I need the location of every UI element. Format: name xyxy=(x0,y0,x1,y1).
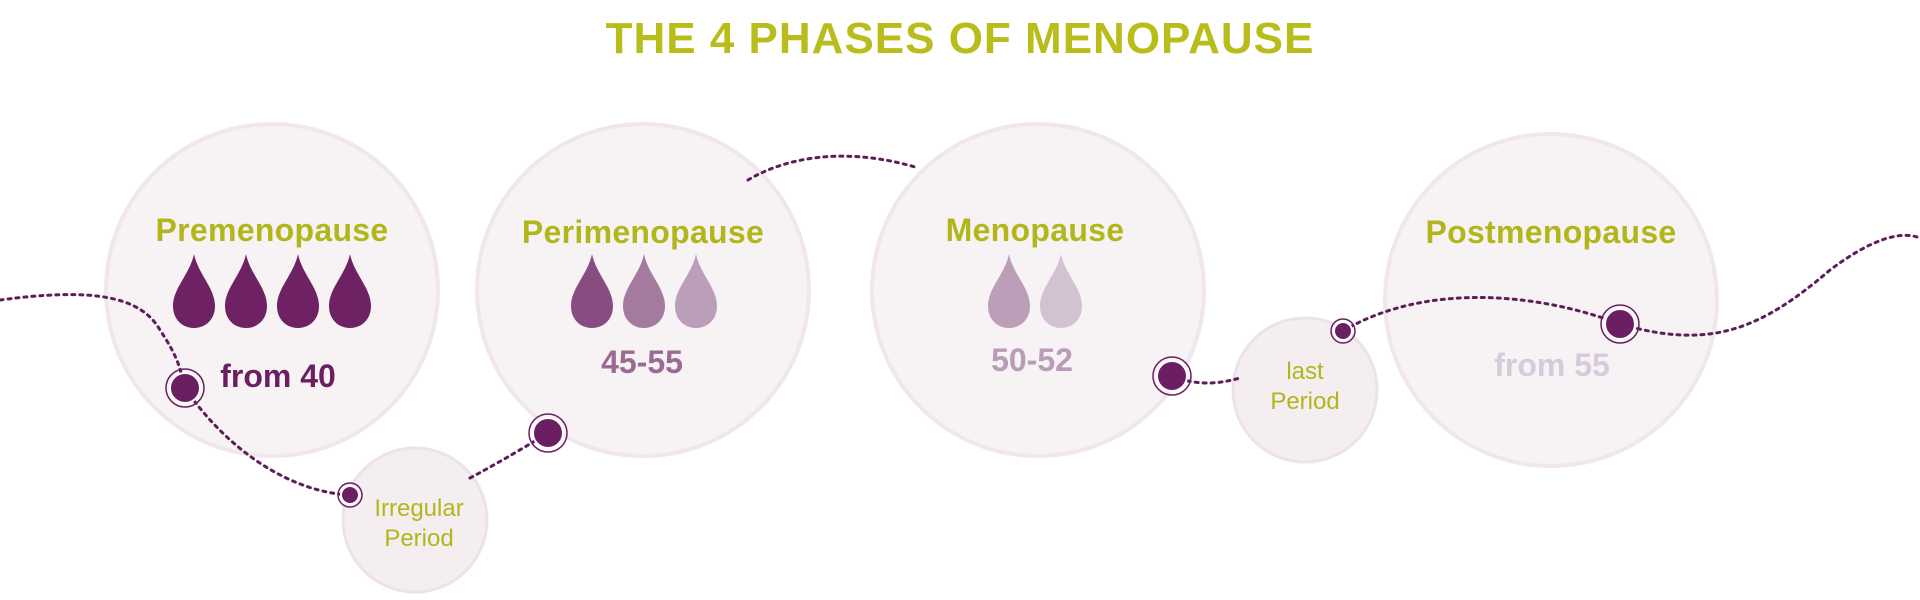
event-label-line2: Period xyxy=(1270,388,1340,415)
drop-icon xyxy=(623,254,665,328)
phase-circle-postmenopause xyxy=(1383,132,1719,468)
phase-title-premenopause: Premenopause xyxy=(155,212,389,248)
drop-icon xyxy=(173,254,215,328)
milestone-dot-last xyxy=(1333,321,1353,341)
phase-title-postmenopause: Postmenopause xyxy=(1425,214,1677,250)
drop-icon xyxy=(1040,254,1082,328)
phase-age-perimenopause: 45-55 xyxy=(601,344,683,380)
drop-icon xyxy=(675,254,717,328)
event-label-line1: Irregular xyxy=(374,495,464,522)
drop-icon xyxy=(329,254,371,328)
event-circle-last-period xyxy=(1231,316,1379,464)
drop-icon xyxy=(988,254,1030,328)
drop-icon xyxy=(225,254,267,328)
drop-icon xyxy=(277,254,319,328)
phase-title-perimenopause: Perimenopause xyxy=(521,214,765,250)
milestone-dot-40 xyxy=(169,372,201,404)
phase-age-menopause: 50-52 xyxy=(991,342,1073,378)
phase-circle-premenopause xyxy=(104,122,440,458)
phase-age-postmenopause: from 55 xyxy=(1494,347,1610,383)
milestone-dot-55 xyxy=(1604,308,1636,340)
event-circle-irregular-period xyxy=(341,446,489,594)
phase-circle-menopause xyxy=(870,122,1206,458)
event-label-line1: last xyxy=(1286,358,1324,385)
event-label-last-period: last Period xyxy=(1230,357,1380,417)
drop-icon xyxy=(571,254,613,328)
event-label-irregular-period: Irregular Period xyxy=(344,494,494,554)
connector-top-arc xyxy=(746,154,917,182)
connector-to-irregular-period xyxy=(183,386,350,497)
milestone-dot-50 xyxy=(1156,360,1188,392)
phase-age-premenopause: from 40 xyxy=(220,358,336,394)
drop-icons xyxy=(173,254,1082,328)
page-title: THE 4 PHASES OF MENOPAUSE xyxy=(605,14,1315,63)
event-label-line2: Period xyxy=(384,525,454,552)
milestone-dot-irregular xyxy=(340,485,360,505)
milestone-dot-45 xyxy=(532,417,564,449)
phase-title-menopause: Menopause xyxy=(945,212,1125,248)
connector-from-last-period xyxy=(1341,233,1920,337)
